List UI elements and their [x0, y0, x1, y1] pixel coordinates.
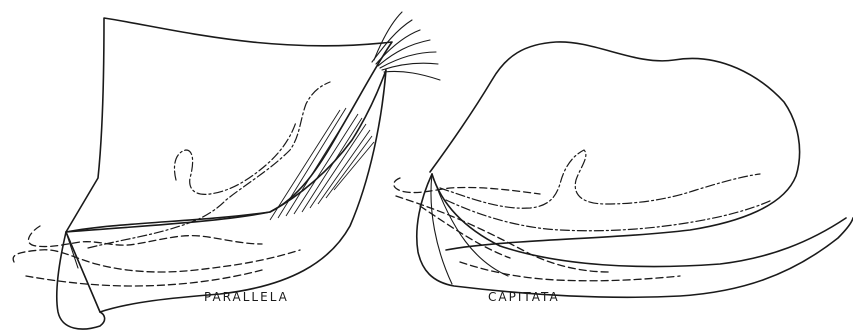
- capitata-upper-lobe: [430, 42, 800, 250]
- parallela-lower-lobe: [66, 70, 386, 312]
- parallela-dashed-contour-2: [13, 250, 300, 272]
- parallela-inner-contour: [88, 82, 330, 248]
- parallela-dashed-contour-3: [26, 270, 262, 286]
- capitata-dashed-contour-1: [394, 178, 540, 194]
- capitata-inner-contour: [440, 150, 760, 208]
- parallela-filament-tuft: [372, 12, 440, 80]
- parallela-foot: [57, 232, 105, 329]
- capitata-specimen: [394, 42, 853, 297]
- capitata-dashed-contour-3: [460, 262, 680, 281]
- capitata-dashed-contour-2: [396, 196, 610, 272]
- parallela-specimen: [13, 12, 440, 329]
- capitata-label: CAPITATA: [488, 290, 560, 304]
- parallela-label: PARALLELA: [204, 290, 289, 304]
